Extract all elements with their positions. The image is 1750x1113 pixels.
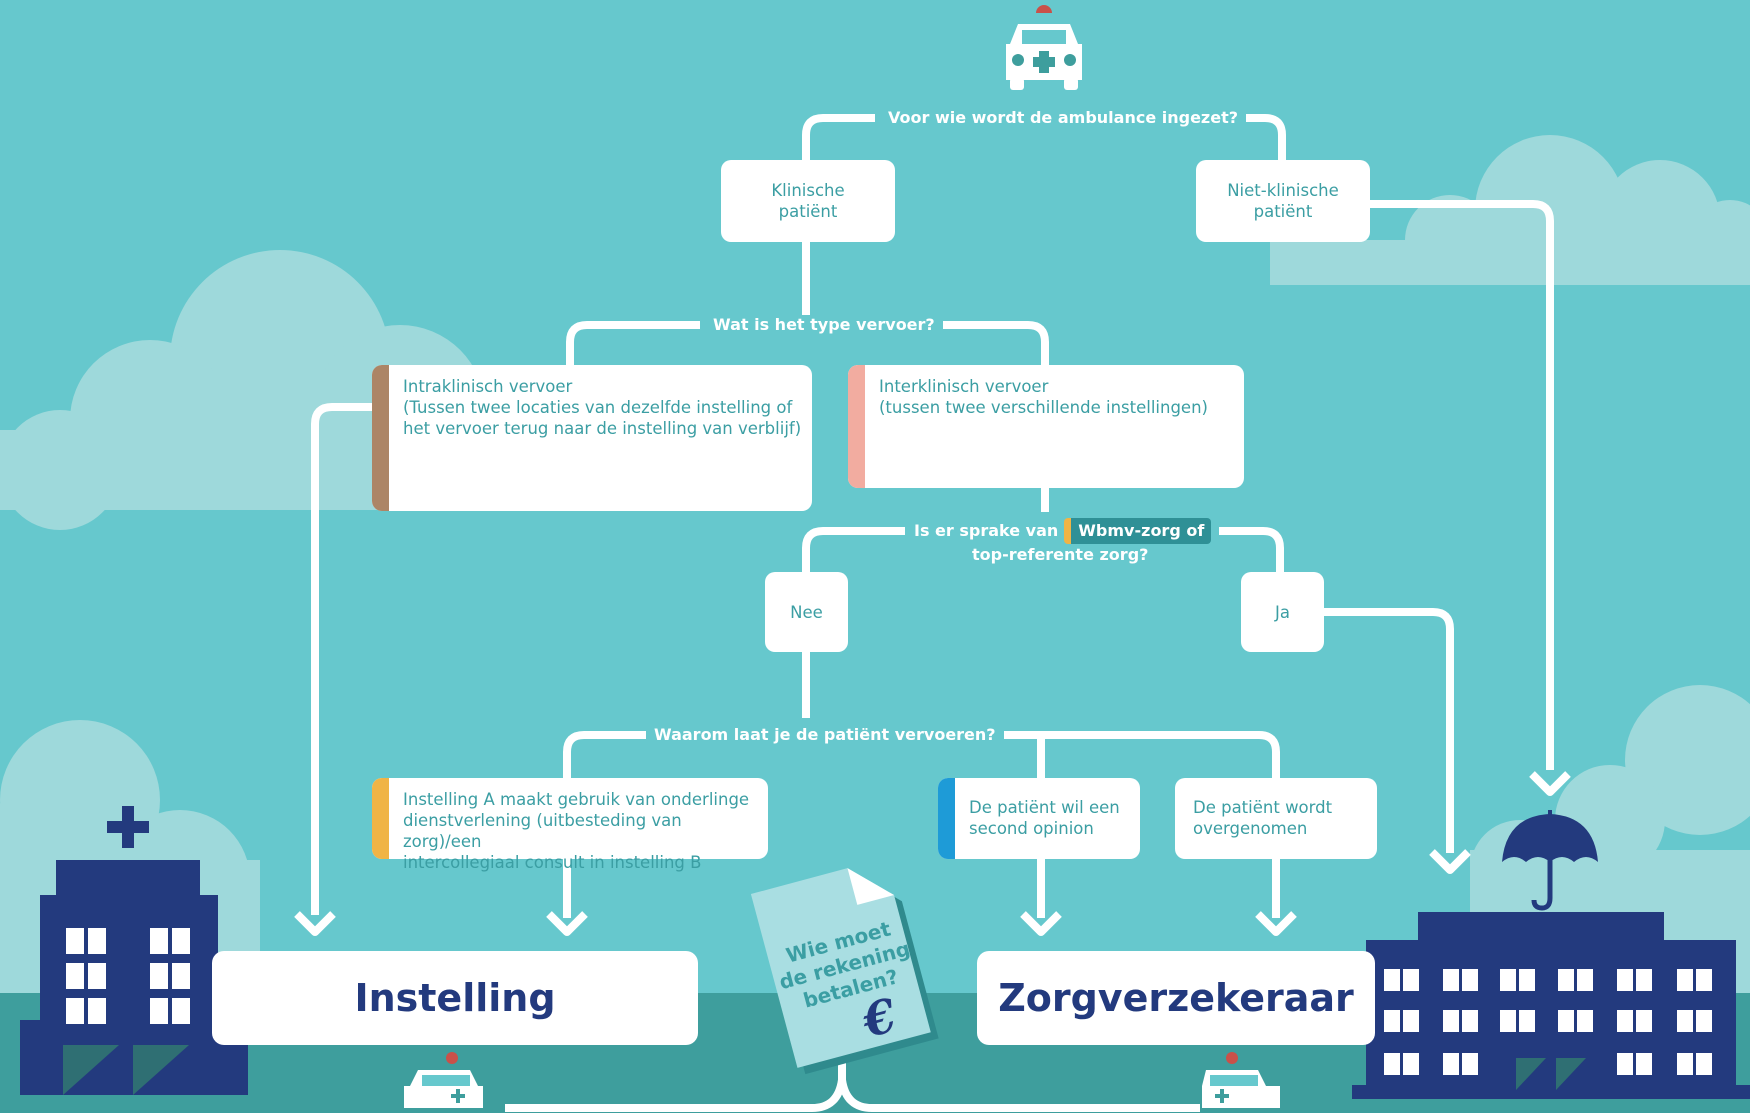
box-second-opinion: De patiënt wil een second opinion [938, 778, 1140, 859]
second-opinion-text: De patiënt wil een second opinion [969, 798, 1120, 838]
box-niet-klinische-patient: Niet-klinische patiënt [1196, 160, 1370, 242]
stripe-brown [372, 365, 389, 511]
outcome-zorgverzekeraar: Zorgverzekeraar [977, 951, 1375, 1045]
ambulance-icon-right [1202, 1052, 1280, 1108]
outcome-instelling: Instelling [212, 951, 698, 1045]
question-ambulance-for-whom: Voor wie wordt de ambulance ingezet? [880, 108, 1247, 128]
interklinisch-text: Interklinisch vervoer (tussen twee versc… [879, 377, 1208, 417]
overgenomen-text: De patiënt wordt overgenomen [1193, 798, 1333, 838]
question-transport-type: Wat is het type vervoer? [705, 315, 943, 335]
box-nee: Nee [765, 572, 848, 652]
box-instelling-a: Instelling A maakt gebruik van onderling… [372, 778, 768, 872]
umbrella-icon [1502, 810, 1598, 911]
ambulance-icon-left [404, 1052, 483, 1108]
question-wbmv-text: Is er sprake van [914, 521, 1059, 540]
box-overgenomen: De patiënt wordt overgenomen [1175, 778, 1377, 859]
instelling-a-text: Instelling A maakt gebruik van onderling… [403, 790, 750, 872]
connector-lines [294, 114, 1571, 1112]
question-why-transport: Waarom laat je de patiënt vervoeren? [646, 725, 1004, 745]
ambulance-icon [1006, 5, 1082, 90]
box-interklinisch-vervoer: Interklinisch vervoer (tussen twee versc… [848, 365, 1244, 488]
box-intraklinisch-vervoer: Intraklinisch vervoer (Tussen twee locat… [372, 365, 812, 511]
stripe-blue [938, 778, 955, 859]
intraklinisch-text: Intraklinisch vervoer (Tussen twee locat… [403, 377, 802, 438]
question-wbmv: Is er sprake van Wbmv-zorg of [906, 518, 1220, 544]
box-ja: Ja [1241, 572, 1324, 652]
insurer-building-icon [1352, 912, 1750, 1099]
invoice-icon: Wie moet de rekening betalen? € [750, 868, 939, 1075]
hospital-icon [20, 806, 248, 1095]
question-wbmv-line2: top-referente zorg? [972, 545, 1149, 564]
background-clouds [0, 135, 1750, 1000]
stripe-yellow [372, 778, 389, 859]
box-klinische-patient: Klinische patiënt [721, 160, 895, 242]
stripe-pink [848, 365, 865, 488]
wbmv-highlight-tag: Wbmv-zorg of [1064, 518, 1212, 544]
